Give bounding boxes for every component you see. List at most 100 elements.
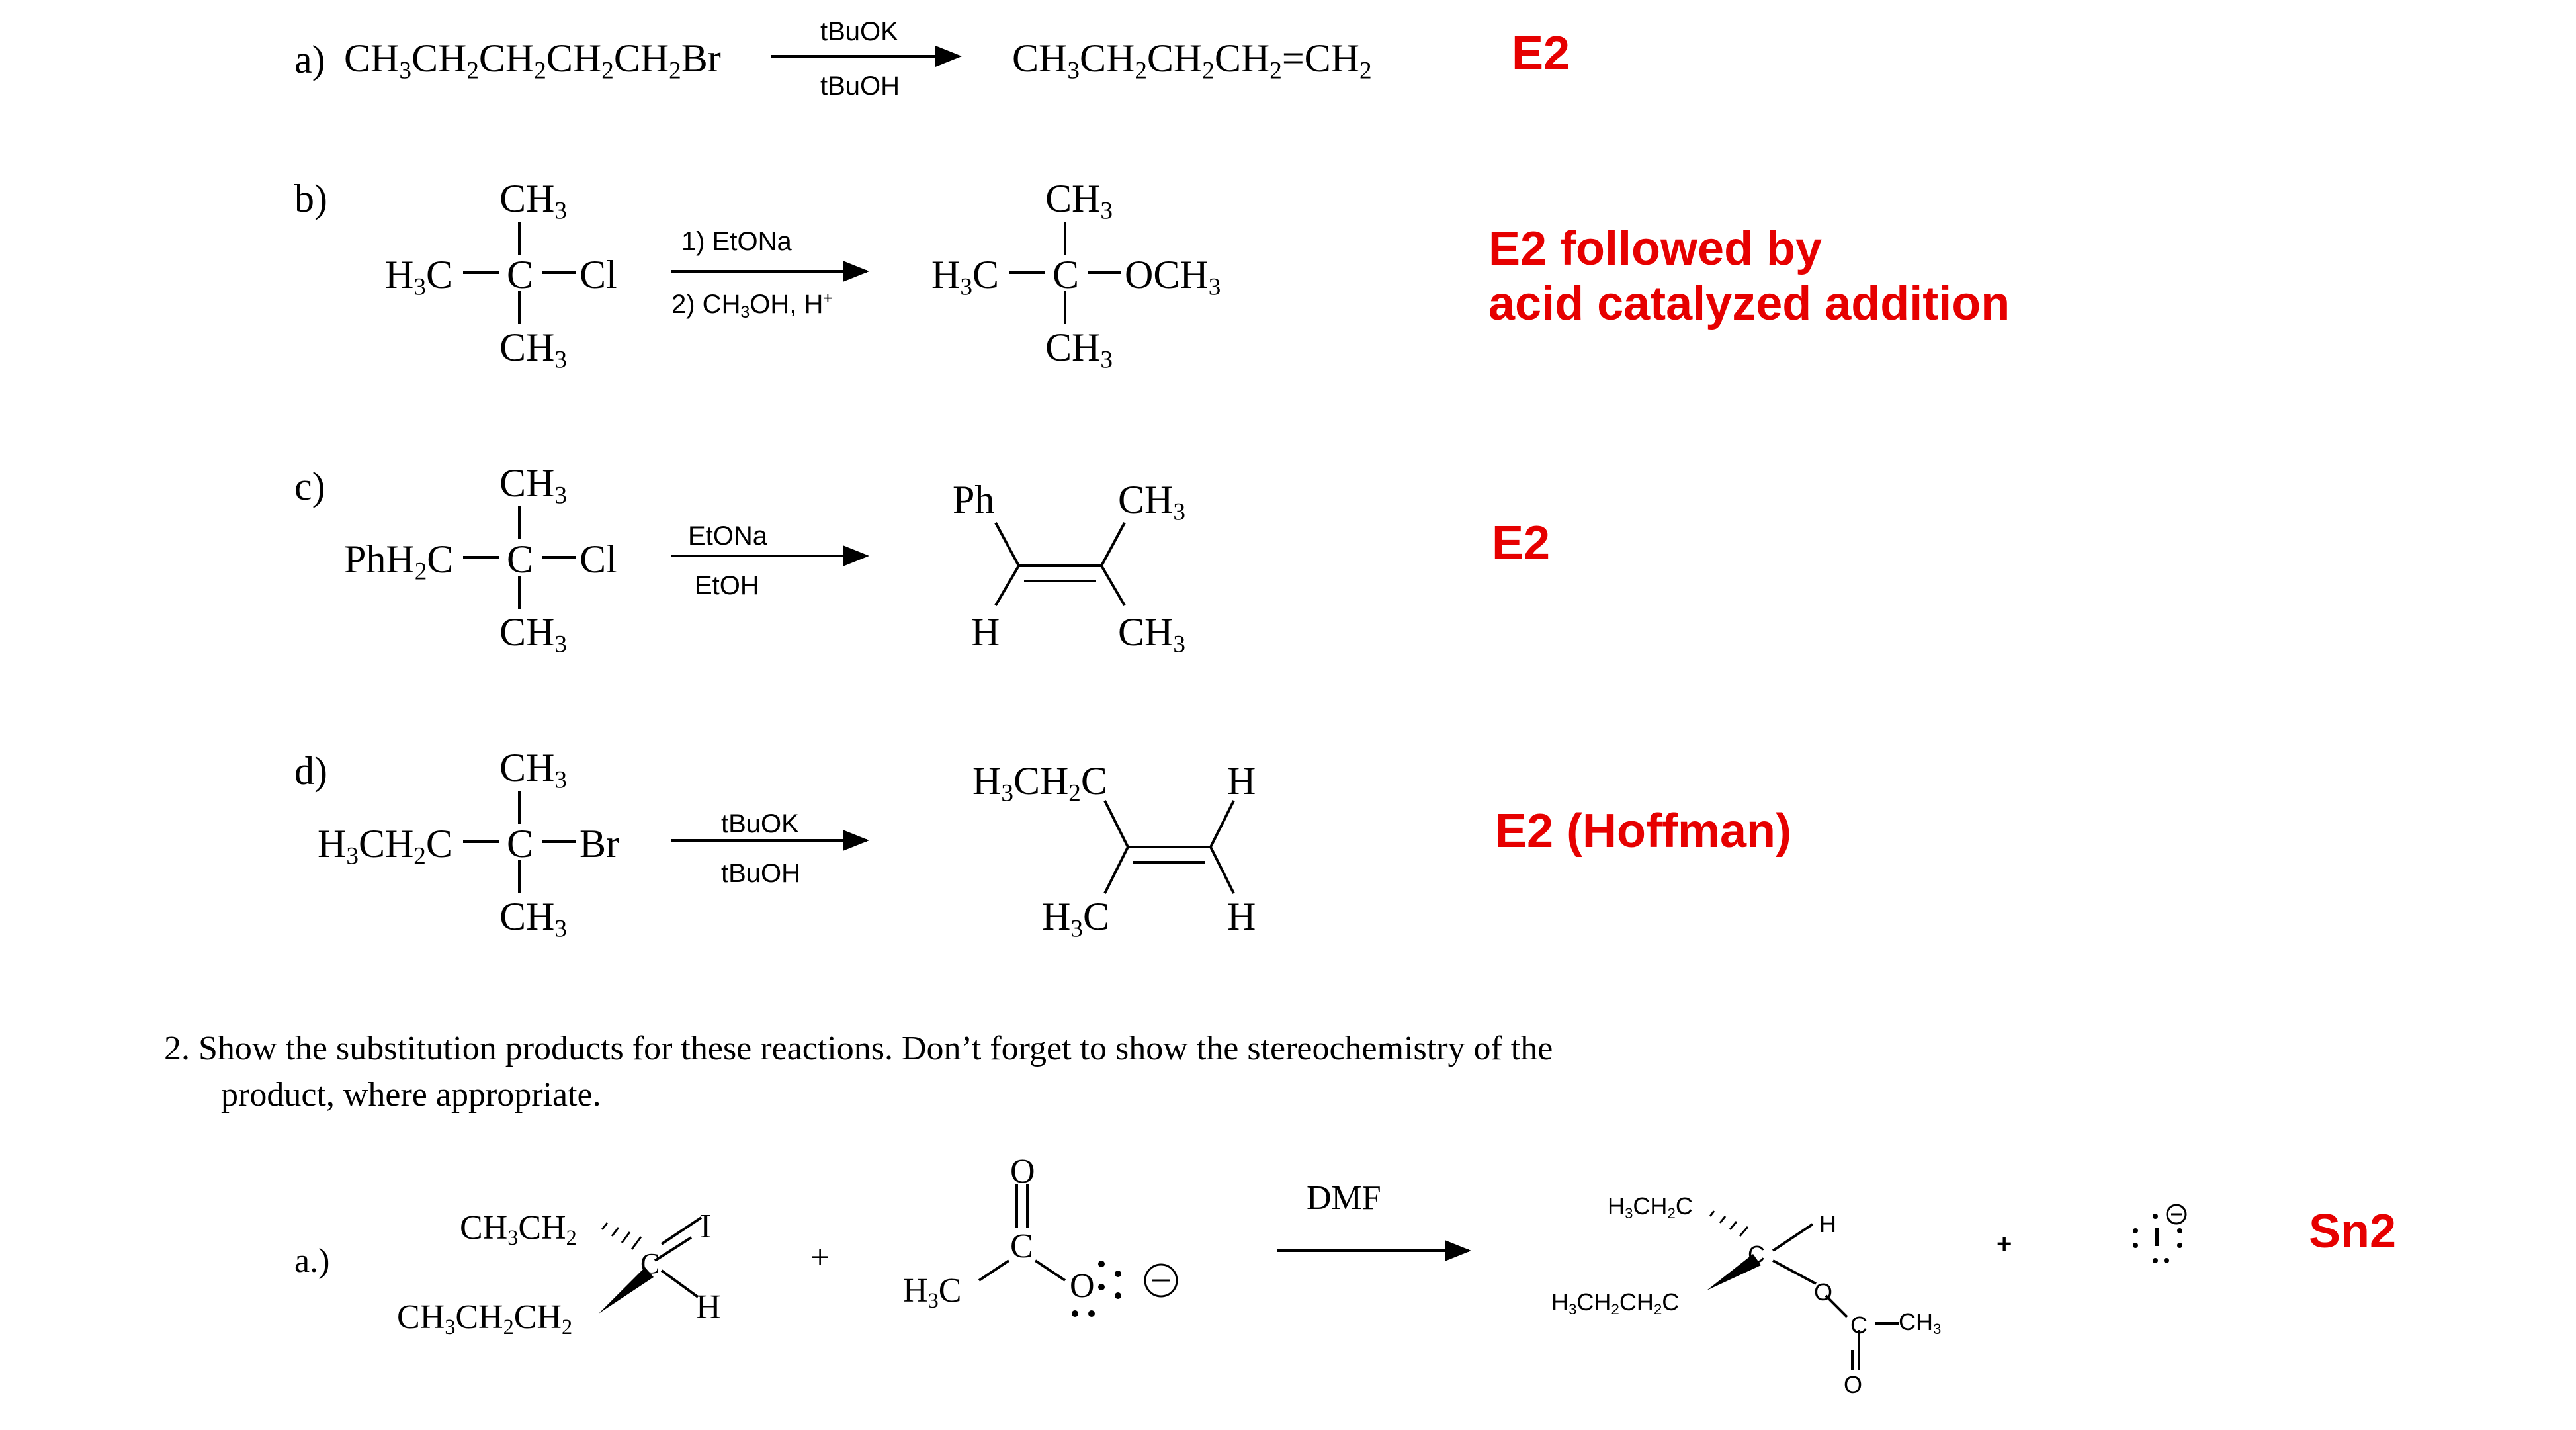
lone-pair-dot <box>2177 1243 2182 1248</box>
label-1b: b) <box>294 177 327 220</box>
product-2a-center: C <box>1748 1241 1765 1268</box>
reactant-1b-center: C <box>507 253 534 296</box>
lone-pair-dot <box>2153 1214 2158 1219</box>
bond <box>1772 1223 1814 1252</box>
reagent-top-1d: tBuOK <box>721 809 799 838</box>
reactant-1d-right: Br <box>580 822 619 866</box>
reagent-top-1b: 1) EtONa <box>681 227 792 256</box>
bond <box>978 1259 1010 1282</box>
product-1b-right: OCH3 <box>1125 253 1221 301</box>
hash-wedge <box>601 1222 609 1230</box>
hash-wedge <box>630 1236 642 1250</box>
hash-wedge <box>621 1231 631 1243</box>
acetate-carbon: C <box>1010 1228 1033 1265</box>
hash-wedge <box>1729 1221 1738 1230</box>
bond <box>660 1269 699 1298</box>
solvent-label: DMF <box>1307 1179 1381 1217</box>
reactant-1d-top: CH3 <box>499 746 567 794</box>
acetate-methyl: H3C <box>903 1272 962 1313</box>
label-1c: c) <box>294 465 325 508</box>
bond <box>1103 800 1129 848</box>
bond <box>994 564 1020 607</box>
product-1d-top-right: H <box>1227 759 1256 803</box>
bond <box>1209 800 1235 848</box>
bond <box>654 1236 693 1262</box>
lone-pair-dot <box>1098 1261 1105 1267</box>
bond <box>1209 846 1235 894</box>
iodide-ion: I <box>2153 1223 2161 1252</box>
product-1b-top: CH3 <box>1045 177 1113 225</box>
product-2a-h: H <box>1819 1210 1836 1237</box>
mechanism-1b-line1: E2 followed by <box>1488 222 1823 275</box>
product-1d-bottom-right: H <box>1227 895 1256 938</box>
product-1c-bottom-right: CH3 <box>1118 610 1185 658</box>
bond <box>1034 1259 1066 1282</box>
reactant-1b-right: Cl <box>580 253 617 296</box>
reactant1-2a-center: C <box>640 1247 660 1280</box>
bond <box>1103 846 1129 894</box>
solid-wedge <box>599 1267 654 1314</box>
hash-wedge <box>611 1227 620 1237</box>
lone-pair-dot <box>2133 1243 2138 1248</box>
reactant-1c-right: Cl <box>580 537 617 581</box>
product-2a-carbonyl-c: C <box>1850 1312 1868 1339</box>
label-2a: a.) <box>294 1242 330 1280</box>
bond <box>994 522 1020 566</box>
reactant1-2a-top-left: CH3CH2 <box>460 1209 577 1250</box>
lone-pair-dot <box>2164 1258 2169 1263</box>
plus-sign-2: + <box>1996 1229 2012 1259</box>
mechanism-1c: E2 <box>1492 517 1551 570</box>
reactant1-2a-top-right: I <box>700 1208 712 1245</box>
solid-wedge <box>1707 1254 1761 1290</box>
bond <box>660 1216 703 1245</box>
product-1c-bottom-left: H <box>971 610 1000 654</box>
reagent-top-1a: tBuOK <box>820 17 898 46</box>
reactant-1b-top: CH3 <box>499 177 567 225</box>
mechanism-1b: E2 followed by acid catalyzed addition <box>1488 222 2010 332</box>
product-1d-bottom-left: H3C <box>1042 895 1109 943</box>
reagent-bottom-1d: tBuOH <box>721 859 801 888</box>
reactant-1d-center: C <box>507 822 534 866</box>
bond <box>1100 564 1126 607</box>
lone-pair-dot <box>2133 1228 2138 1233</box>
hash-wedge <box>1709 1210 1715 1217</box>
lone-pair-dot <box>1088 1310 1095 1317</box>
reactant-1c-top: CH3 <box>499 461 567 510</box>
hash-wedge <box>1739 1226 1749 1237</box>
lone-pair-dot <box>1098 1284 1105 1290</box>
product-1c-top-left: Ph <box>953 478 995 521</box>
bond <box>1100 522 1126 566</box>
reactant-1d-bottom: CH3 <box>499 895 567 943</box>
lone-pair-dot <box>1072 1310 1078 1317</box>
product-1b-center: C <box>1052 253 1080 296</box>
product-1c-top-right: CH3 <box>1118 478 1185 526</box>
product-1d-top-left: H3CH2C <box>972 759 1107 807</box>
acetate-anion-o: O <box>1070 1267 1095 1305</box>
reagent-bottom-1b: 2) CH3OH, H+ <box>671 289 833 322</box>
product-2a-carbonyl-o: O <box>1844 1371 1863 1398</box>
acetate-carbonyl-o: O <box>1010 1153 1035 1190</box>
plus-sign-1: + <box>810 1239 830 1276</box>
reactant-1c-bottom: CH3 <box>499 610 567 658</box>
reactant1-2a-bottom-left: CH3CH2CH2 <box>397 1298 573 1339</box>
reactant-1b-left: H3C <box>385 253 452 301</box>
problem2-prompt-line2: product, where appropriate. <box>221 1076 601 1114</box>
reactant-1b-bottom: CH3 <box>499 326 567 374</box>
product-2a-methyl: CH3 <box>1899 1308 1942 1338</box>
problem2-prompt-line1: 2. Show the substitution products for th… <box>164 1030 1553 1067</box>
reagent-top-1c: EtONa <box>688 521 768 551</box>
product-1b-left: H3C <box>931 253 999 301</box>
reagent-bottom-1a: tBuOH <box>820 71 900 101</box>
reactant-1c-center: C <box>507 537 534 581</box>
reagent-bottom-1c: EtOH <box>695 571 759 600</box>
hash-wedge <box>1719 1216 1727 1224</box>
negative-charge-icon <box>1144 1263 1178 1298</box>
lone-pair-dot <box>1115 1271 1121 1277</box>
reactant1-2a-bottom-right: H <box>696 1288 721 1326</box>
bond <box>1825 1294 1848 1318</box>
reactant-1c-left: PhH2C <box>344 537 454 586</box>
reactant-1a: CH3CH2CH2CH2CH2Br <box>344 36 721 85</box>
mechanism-1a: E2 <box>1512 27 1570 80</box>
